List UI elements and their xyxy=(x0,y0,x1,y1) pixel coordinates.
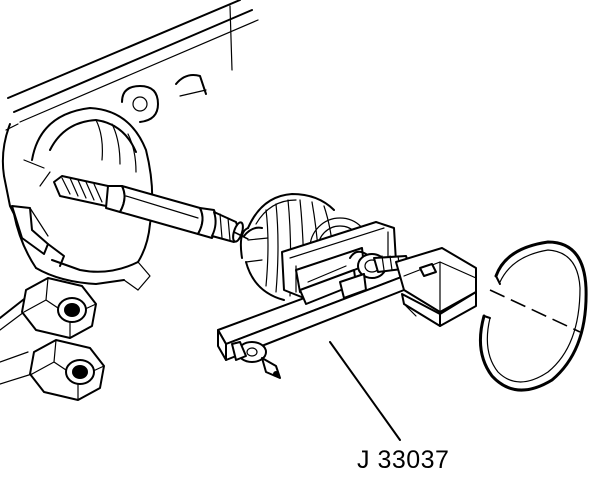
tool-j33037 xyxy=(217,221,477,379)
callout-leader-line xyxy=(329,341,401,441)
centerline-dashed xyxy=(489,289,581,333)
callout-label-tool-number: J 33037 xyxy=(357,446,450,474)
drive-shaft xyxy=(53,175,244,243)
snap-ring xyxy=(478,240,588,392)
housing xyxy=(0,0,259,331)
nut-upper xyxy=(21,277,97,339)
nut-lower xyxy=(29,339,105,401)
